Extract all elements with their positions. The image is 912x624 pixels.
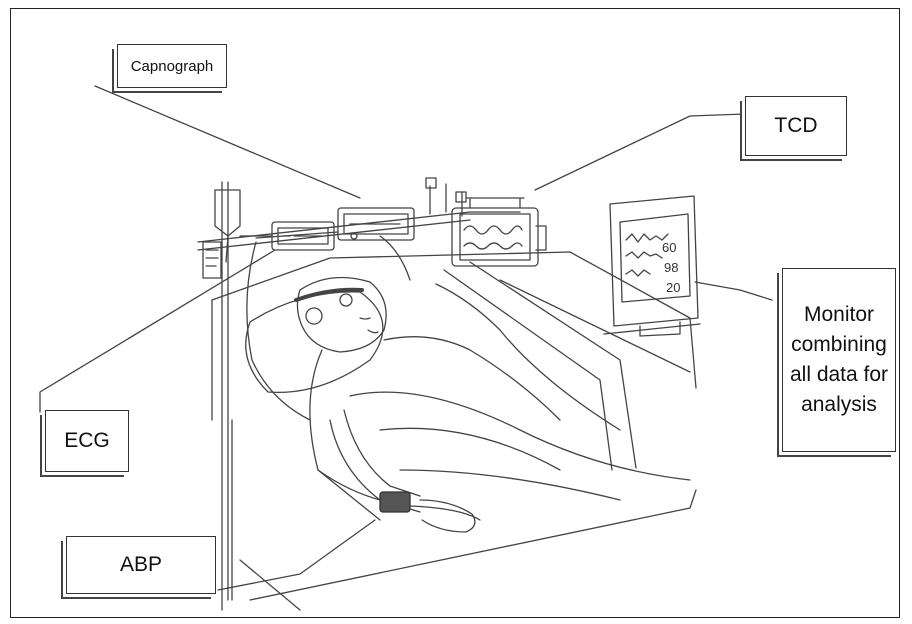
tcd-monitor <box>452 198 546 266</box>
capnograph-label-text: Capnograph <box>131 58 214 75</box>
monitor-label: Monitor combining all data for analysis <box>782 268 896 452</box>
tcd-label: TCD <box>745 96 847 156</box>
ecg-label: ECG <box>45 410 129 472</box>
patient-head <box>296 278 386 353</box>
abp-leader-line <box>218 520 375 590</box>
capnograph-label: Capnograph <box>117 44 227 88</box>
ecg-leader-line <box>40 250 275 412</box>
monitor-leader-line <box>695 282 772 300</box>
abp-label-text: ABP <box>120 553 162 577</box>
tcd-label-text: TCD <box>774 114 817 138</box>
ecg-label-text: ECG <box>64 429 110 453</box>
tcd-leader-line <box>535 114 745 190</box>
capnograph-leader-line <box>95 86 360 198</box>
sensor-cable <box>380 236 410 280</box>
hospital-bed <box>212 252 696 610</box>
monitor-label-text: Monitor combining all data for analysis <box>789 300 889 420</box>
abp-label: ABP <box>66 536 216 594</box>
